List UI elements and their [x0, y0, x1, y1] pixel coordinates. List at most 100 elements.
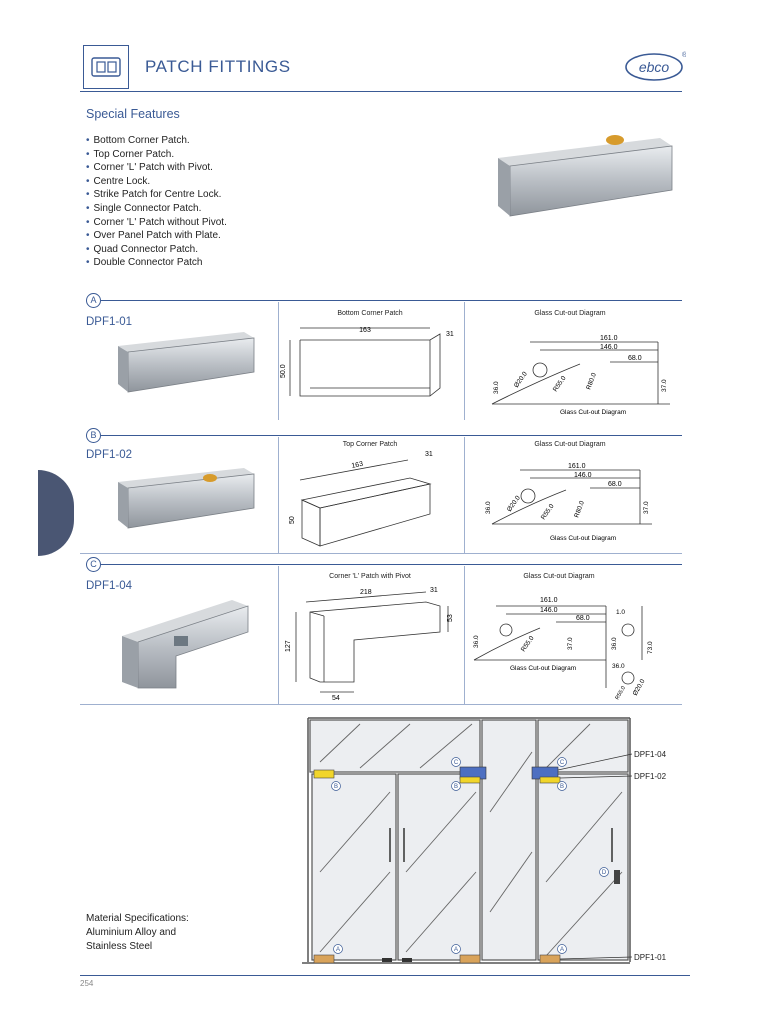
dim-label: 161.0	[600, 335, 618, 342]
dim-label: 146.0	[600, 344, 618, 351]
callout-label: DPF1-04	[634, 750, 667, 759]
dim-label: R80.0	[585, 372, 598, 391]
dim-label: 31	[425, 451, 433, 458]
dim-label: 36.0	[485, 501, 492, 514]
cutout-title: Glass Cut-out Diagram	[534, 441, 606, 448]
cutout-diagram: 161.0 146.0 68.0 36.0 Ø20.0 R55.0 R80.0 …	[470, 452, 682, 557]
section-tab	[38, 470, 74, 556]
marker-label: A	[336, 947, 340, 953]
product-photo	[112, 322, 262, 407]
dim-label: 68.0	[576, 615, 590, 622]
material-specifications: Material Specifications: Aluminium Alloy…	[86, 912, 189, 954]
product-photo-main	[490, 118, 680, 233]
list-item: Centre Lock.	[86, 175, 227, 189]
dim-label: R80.0	[573, 500, 586, 519]
marker-label: C	[560, 760, 565, 766]
dim-label: 31	[430, 587, 438, 594]
technical-drawing: 218 31 53 127 54	[280, 582, 464, 707]
dim-label: 54	[332, 695, 340, 702]
dim-label: 161.0	[540, 597, 558, 604]
marker-label: A	[454, 947, 458, 953]
list-item: Double Connector Patch	[86, 256, 227, 270]
list-item: Single Connector Patch.	[86, 202, 227, 216]
row-a-rule	[101, 300, 682, 301]
marker-label: C	[454, 760, 459, 766]
divider	[464, 437, 465, 553]
cutout-caption: Glass Cut-out Diagram	[560, 409, 626, 416]
list-item: Top Corner Patch.	[86, 148, 227, 162]
footer-rule	[80, 975, 690, 976]
callout-label: DPF1-01	[634, 953, 667, 962]
header-icon	[83, 45, 129, 89]
dim-label: 37.0	[567, 637, 574, 650]
marker-c: C	[86, 557, 101, 572]
divider	[278, 566, 279, 704]
list-item: Quad Connector Patch.	[86, 243, 227, 257]
material-line: Aluminium Alloy and	[86, 927, 177, 938]
drawing-title: Bottom Corner Patch	[337, 310, 403, 317]
dim-label: R55.0	[552, 375, 568, 394]
cutout-caption: Glass Cut-out Diagram	[510, 665, 576, 672]
marker-label: B	[454, 784, 458, 790]
dim-label: 50	[289, 516, 296, 524]
dim-label: 68.0	[628, 355, 642, 362]
dim-label: Ø20.0	[632, 678, 647, 697]
page-title: PATCH FITTINGS	[145, 57, 291, 76]
list-item: Corner 'L' Patch without Pivot.	[86, 216, 227, 230]
logo-text: ebco	[639, 59, 670, 75]
ebco-logo: ebco ®	[624, 50, 688, 89]
marker-label: B	[334, 784, 338, 790]
drawing-title: Corner 'L' Patch with Pivot	[329, 573, 411, 580]
dim-label: 163	[359, 327, 371, 334]
dim-label: 163	[351, 461, 364, 470]
dim-label: 36.0	[612, 663, 625, 670]
dim-label: 37.0	[643, 501, 650, 514]
divider	[278, 302, 279, 420]
row-b-bottom-rule	[80, 553, 682, 554]
dim-label: 161.0	[568, 463, 586, 470]
dim-label: R55.0	[615, 685, 628, 701]
assembly-elevation: B B C C B D A A A DPF1-04 DPF1-02 DPF	[300, 712, 690, 987]
row-c-rule	[101, 564, 682, 565]
marker-label: B	[560, 784, 564, 790]
technical-drawing: 163 31 50.0	[280, 320, 464, 425]
dim-label: 146.0	[574, 472, 592, 479]
dim-label: 218	[360, 589, 372, 596]
marker-label: D	[602, 870, 607, 876]
row-c-bottom-rule	[80, 704, 682, 705]
product-photo	[112, 458, 262, 543]
material-heading: Material Specifications:	[86, 913, 189, 924]
product-code: DPF1-02	[86, 449, 133, 461]
divider	[464, 566, 465, 704]
special-features-heading: Special Features	[86, 107, 180, 121]
cutout-diagram: 161.0 146.0 68.0 36.0 Ø20.0 R55.0 R80.0 …	[470, 320, 682, 425]
dim-label: 127	[285, 640, 292, 652]
marker-label: A	[560, 947, 564, 953]
dim-label: Ø20.0	[513, 370, 529, 389]
material-line: Stainless Steel	[86, 941, 153, 952]
list-item: Over Panel Patch with Plate.	[86, 229, 227, 243]
product-code: DPF1-01	[86, 316, 133, 328]
registered-mark: ®	[682, 51, 686, 59]
divider	[464, 302, 465, 420]
product-photo	[112, 592, 268, 697]
dim-label: 36.0	[611, 637, 618, 650]
feature-list: Bottom Corner Patch. Top Corner Patch. C…	[86, 134, 227, 270]
dim-label: 53	[447, 614, 454, 622]
header-rule	[80, 91, 682, 92]
dim-label: R55.0	[520, 635, 536, 654]
callout-label: DPF1-02	[634, 772, 667, 781]
divider	[278, 437, 279, 553]
dim-label: 37.0	[661, 379, 668, 392]
marker-b: B	[86, 428, 101, 443]
list-item: Corner 'L' Patch with Pivot.	[86, 161, 227, 175]
row-b-rule	[101, 435, 682, 436]
list-item: Bottom Corner Patch.	[86, 134, 227, 148]
cutout-diagram: 161.0 146.0 68.0 1.0 36.0 R55.0 37.0 36.…	[466, 588, 682, 707]
technical-drawing: 163 31 50	[280, 450, 464, 555]
dim-label: 68.0	[608, 481, 622, 488]
cutout-title: Glass Cut-out Diagram	[534, 310, 606, 317]
dim-label: 50.0	[280, 364, 287, 378]
dim-label: 36.0	[493, 381, 500, 394]
dim-label: 146.0	[540, 607, 558, 614]
